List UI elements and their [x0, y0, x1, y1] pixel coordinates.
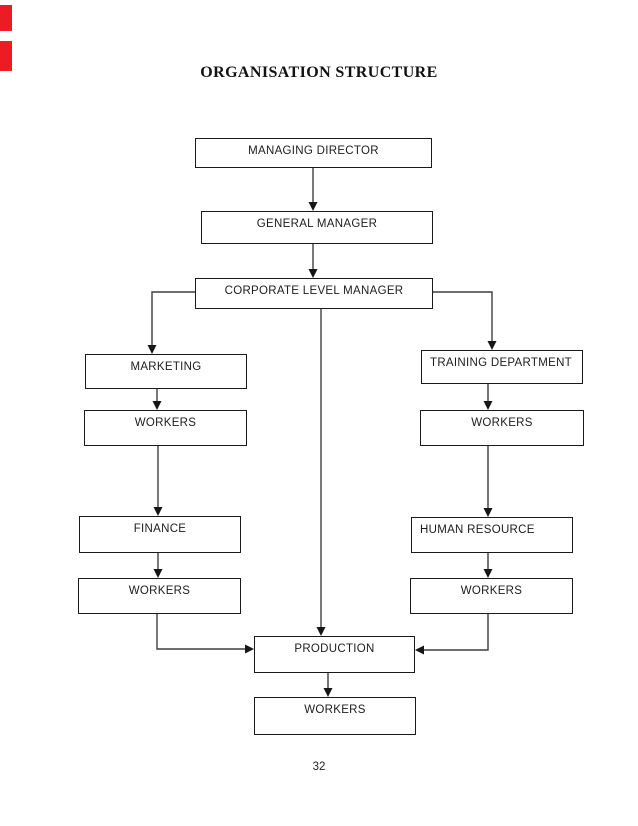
- node-workers-training: WORKERS: [420, 410, 584, 446]
- node-corporate-level-manager: CORPORATE LEVEL MANAGER: [195, 278, 433, 309]
- arrowhead-down-icon: [323, 688, 333, 697]
- arrowhead-down-icon: [153, 569, 163, 578]
- connector-finance-to-workers: [153, 553, 163, 578]
- connector-marketing-to-workers: [152, 389, 162, 410]
- connector-clm-to-training: [433, 291, 497, 350]
- arrowhead-down-icon: [308, 202, 318, 211]
- connector-clm-to-production: [316, 309, 326, 636]
- connector-training-to-workers: [483, 384, 493, 410]
- connector-workers-to-hr: [483, 446, 493, 517]
- connector-workers-finance-to-production: [156, 614, 254, 654]
- arrowhead-down-icon: [153, 507, 163, 516]
- arrowhead-down-icon: [483, 401, 493, 410]
- connector-gm-to-clm: [308, 244, 318, 278]
- node-general-manager: GENERAL MANAGER: [201, 211, 433, 244]
- arrowhead-down-icon: [147, 345, 157, 354]
- arrowhead-down-icon: [487, 341, 497, 350]
- connector-clm-to-marketing: [147, 291, 195, 354]
- arrowhead-down-icon: [483, 569, 493, 578]
- connector-workers-to-finance: [153, 446, 163, 516]
- node-managing-director: MANAGING DIRECTOR: [195, 138, 432, 168]
- connector-hr-to-workers: [483, 553, 493, 578]
- arrowhead-down-icon: [483, 508, 493, 517]
- connector-md-to-gm: [308, 168, 318, 211]
- node-human-resource: HUMAN RESOURCE: [411, 517, 573, 553]
- arrowhead-down-icon: [308, 269, 318, 278]
- page-title: ORGANISATION STRUCTURE: [200, 64, 438, 81]
- arrowhead-left-icon: [415, 645, 424, 655]
- red-scan-mark-bottom: [0, 41, 12, 71]
- connector-workers-hr-to-production: [415, 614, 489, 655]
- node-marketing: MARKETING: [85, 354, 247, 389]
- node-workers-human-resource: WORKERS: [410, 578, 573, 614]
- connector-production-to-workers: [323, 673, 333, 697]
- node-finance: FINANCE: [79, 516, 241, 553]
- node-production: PRODUCTION: [254, 636, 415, 673]
- node-workers-finance: WORKERS: [78, 578, 241, 614]
- page-number: 32: [312, 761, 326, 773]
- node-training-department: TRAINING DEPARTMENT: [421, 350, 583, 384]
- node-workers-production: WORKERS: [254, 697, 416, 735]
- red-scan-mark-top: [0, 5, 12, 31]
- arrowhead-down-icon: [316, 627, 326, 636]
- arrowhead-right-icon: [245, 644, 254, 654]
- arrowhead-down-icon: [152, 401, 162, 410]
- node-workers-marketing: WORKERS: [84, 410, 247, 446]
